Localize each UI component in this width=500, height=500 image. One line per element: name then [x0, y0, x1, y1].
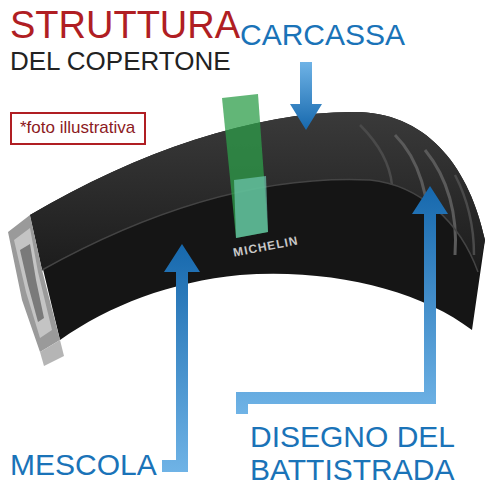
part-label: CARCASSA [240, 18, 405, 51]
note-text: *foto illustrativa [20, 118, 136, 138]
tread-groove [395, 135, 428, 235]
cut-section [8, 215, 60, 352]
carcass-highlight [222, 94, 268, 238]
diagram-title: STRUTTURA DEL COPERTONE [10, 4, 250, 76]
tread-groove [360, 125, 392, 185]
callout-arrow [162, 244, 200, 472]
carcass-highlight [234, 176, 268, 238]
callout-arrow [290, 62, 322, 130]
note-box: *foto illustrativa [10, 112, 146, 145]
cut-section-layer [20, 244, 44, 322]
cut-section-layer [14, 228, 52, 338]
part-label: DISEGNO DEL BATTISTRADA [250, 420, 485, 486]
part-label: MESCOLA [10, 448, 157, 481]
callout-arrow [236, 186, 448, 414]
bead [40, 340, 64, 366]
